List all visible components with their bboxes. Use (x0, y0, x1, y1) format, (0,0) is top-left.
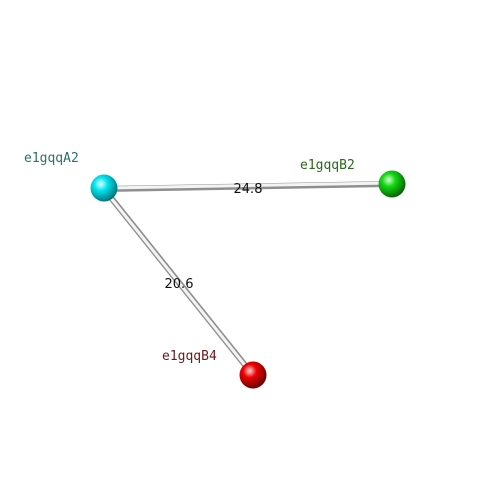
edge-a2-b2-rod (102, 181, 394, 190)
node-label-b4: e1gqqB4 (162, 349, 217, 364)
node-b4-sphere (239, 361, 267, 389)
edge-a2-b4 (101, 186, 256, 378)
node-label-a2: e1gqqA2 (24, 151, 79, 166)
node-a2-sphere (90, 174, 118, 202)
nodes-layer (90, 170, 406, 389)
edge-label-a2-b4: 20.6 (165, 277, 194, 292)
edges-layer (101, 181, 395, 378)
edge-label-a2-b2: 24.8 (234, 182, 263, 197)
edge-a2-b4-rod (101, 186, 254, 376)
edge-a2-b2 (101, 181, 395, 192)
node-b2-sphere (378, 170, 406, 198)
node-label-b2: e1gqqB2 (300, 158, 355, 173)
